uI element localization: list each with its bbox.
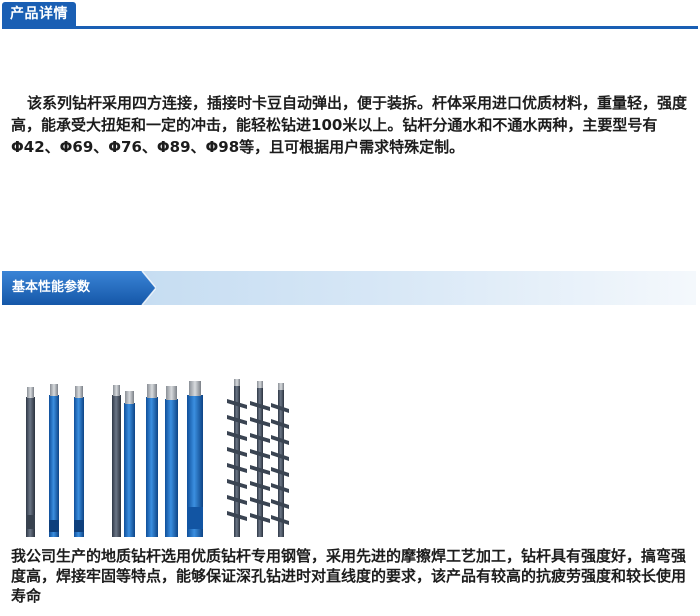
product-details-header: 产品详情 [0, 0, 700, 30]
drill-rods-image [26, 379, 289, 537]
header-underline [2, 26, 698, 29]
product-details-tab: 产品详情 [2, 2, 76, 27]
product-feature-text: 我公司生产的地质钻杆选用优质钻杆专用钢管，采用先进的摩擦焊工艺加工，钻杆具有强度… [11, 547, 687, 605]
header-arrow-shape [2, 271, 156, 305]
rod-group-2 [112, 381, 203, 537]
performance-params-header: 基本性能参数 [2, 271, 696, 305]
performance-params-title: 基本性能参数 [12, 280, 91, 295]
product-details-title: 产品详情 [10, 6, 68, 22]
rod-group-1 [26, 384, 84, 537]
product-description-text: 该系列钻杆采用四方连接，插接时卡豆自动弹出，便于装拆。杆体采用进口优质材料，重量… [11, 94, 688, 156]
auger-rod-group [227, 379, 289, 537]
product-description: 该系列钻杆采用四方连接，插接时卡豆自动弹出，便于装拆。杆体采用进口优质材料，重量… [11, 92, 691, 158]
